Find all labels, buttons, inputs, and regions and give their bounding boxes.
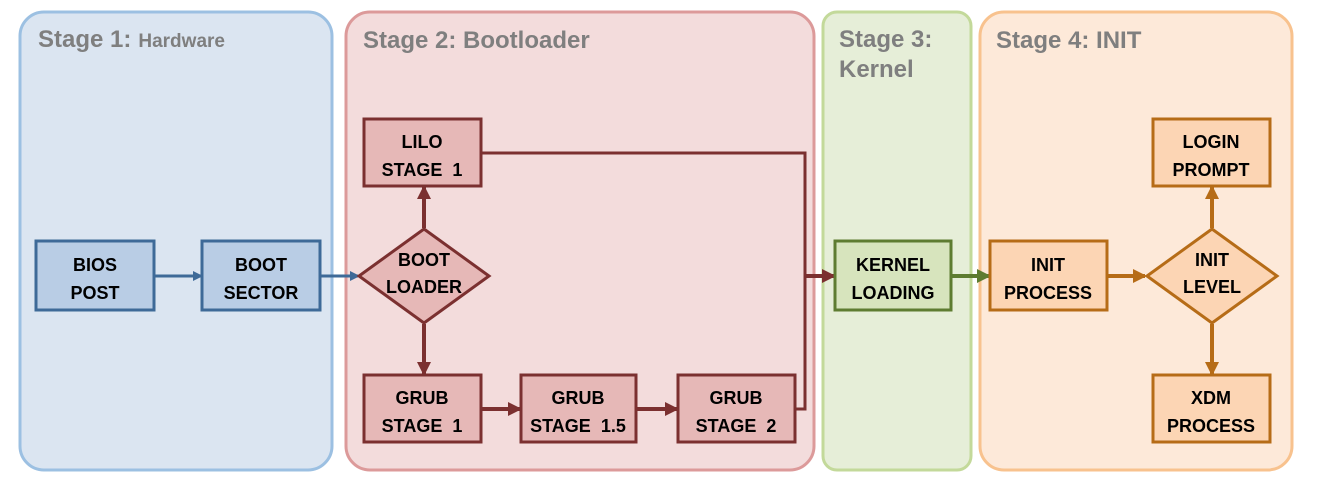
login-prompt-box <box>1151 117 1272 188</box>
lilo-stage1-box <box>362 117 483 188</box>
bios-post-label-line2: POST <box>70 283 119 303</box>
grub-stage2-label-line1: GRUB <box>710 388 763 408</box>
grub-stage1-box <box>362 373 483 444</box>
stage3-title-line1: Stage 3: <box>839 26 932 53</box>
init-level-label-line1: INIT <box>1195 250 1229 270</box>
lilo-label-line2: STAGE 1 <box>382 160 463 180</box>
connector-lilo-to-kernel <box>482 151 807 276</box>
init-process-label-line2: PROCESS <box>1004 283 1092 303</box>
boot-loader-label-line1: BOOT <box>398 250 450 270</box>
init-level-diamond <box>1144 227 1280 325</box>
stage3-title-line2: Kernel <box>839 56 914 83</box>
stage1-title-name: Hardware <box>138 31 225 52</box>
boot-loader-label-line2: LOADER <box>386 277 462 297</box>
xdm-label-line2: PROCESS <box>1167 416 1255 436</box>
bios-post-label-line1: BIOS <box>73 255 117 275</box>
login-label-line1: LOGIN <box>1183 132 1240 152</box>
stage4-title: Stage 4: INIT <box>996 27 1142 54</box>
lilo-label-line1: LILO <box>402 132 443 152</box>
init-process-box <box>988 239 1109 312</box>
kernel-loading-box <box>833 239 953 312</box>
boot-sector-label-line2: SECTOR <box>224 283 299 303</box>
stage1-title-prefix: Stage 1: <box>38 26 131 53</box>
boot-sector-box <box>200 239 322 312</box>
connector-grub2-to-kernel <box>795 276 807 411</box>
grub-stage1-label-line2: STAGE 1 <box>382 416 463 436</box>
boot-sector-label-line1: BOOT <box>235 255 287 275</box>
xdm-label-line1: XDM <box>1191 388 1231 408</box>
grub-stage15-label-line2: STAGE 1.5 <box>530 416 626 436</box>
grub-stage2-box <box>676 373 797 444</box>
grub-stage15-label-line1: GRUB <box>552 388 605 408</box>
grub-stage15-box <box>519 373 638 444</box>
xdm-process-box <box>1151 373 1272 444</box>
stage1-title: Stage 1: Hardware <box>38 26 225 53</box>
boot-loader-diamond <box>356 227 492 325</box>
grub-stage1-label-line1: GRUB <box>396 388 449 408</box>
bios-post-box <box>34 239 156 312</box>
stage1-panel <box>18 10 334 472</box>
init-level-label-line2: LEVEL <box>1183 277 1241 297</box>
login-label-line2: PROMPT <box>1172 160 1249 180</box>
stage2-title: Stage 2: Bootloader <box>363 27 590 54</box>
kernel-label-line1: KERNEL <box>856 255 930 275</box>
init-process-label-line1: INIT <box>1031 255 1065 275</box>
kernel-label-line2: LOADING <box>852 283 935 303</box>
grub-stage2-label-line2: STAGE 2 <box>696 416 777 436</box>
